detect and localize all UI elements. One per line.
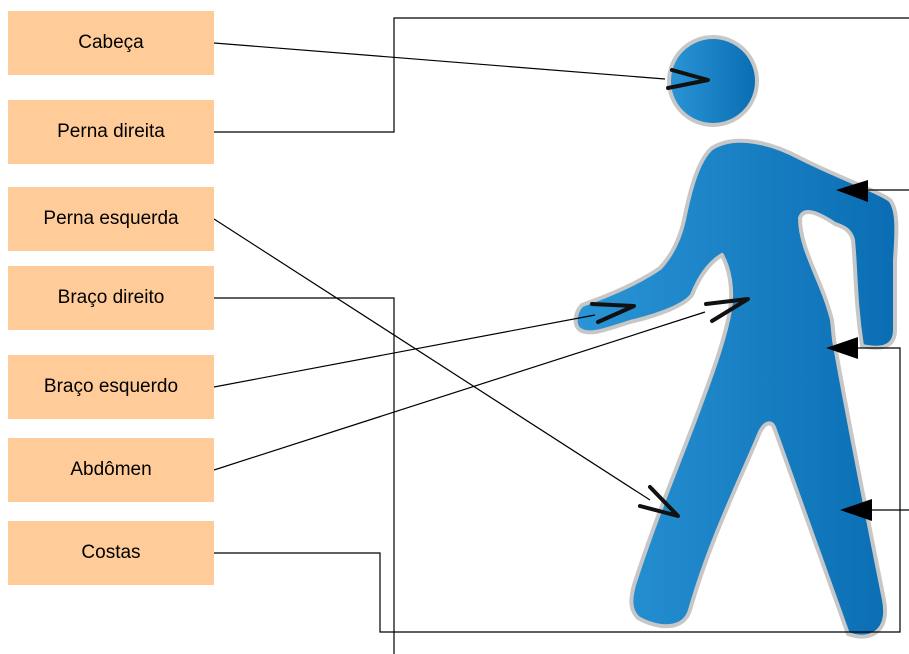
filled-arrowheads: [826, 180, 872, 521]
connector-abdomen: [213, 311, 706, 471]
label-braco-esquerdo-text: Braço esquerdo: [43, 376, 179, 397]
label-cabeca-text: Cabeça: [78, 32, 144, 53]
arrowhead-perna-esquerda: [638, 485, 680, 518]
connectors: [213, 17, 909, 654]
label-perna-esquerda-text: Perna esquerda: [43, 208, 179, 229]
connector-braco-direito: [214, 297, 395, 654]
arrowhead-costas: [826, 337, 858, 359]
connector-braco-esquerdo: [213, 314, 596, 388]
label-perna-esquerda: Perna esquerda: [8, 187, 214, 251]
label-braco-direito: Braço direito: [8, 266, 214, 330]
label-cabeca: Cabeça: [8, 11, 214, 75]
connector-costas: [214, 347, 901, 633]
open-arrowheads: [590, 68, 750, 518]
figure-head: [667, 35, 759, 127]
arrowhead-shoulder: [836, 180, 868, 202]
connector-perna-direita: [214, 17, 909, 133]
label-abdomen: Abdômen: [8, 438, 214, 502]
label-braco-direito-text: Braço direito: [57, 287, 165, 308]
label-costas-text: Costas: [81, 542, 141, 563]
arrowhead-cabeca: [666, 68, 710, 90]
arrowhead-abdomen: [704, 297, 750, 323]
connector-perna-esquerda: [213, 218, 651, 501]
label-abdomen-text: Abdômen: [70, 459, 152, 480]
walking-person-icon: [573, 35, 899, 639]
figure-body: [573, 138, 899, 639]
arrowhead-braco-esquerdo: [590, 302, 636, 324]
connector-cabeca: [213, 42, 666, 80]
label-costas: Costas: [8, 521, 214, 585]
label-perna-direita-text: Perna direita: [57, 121, 165, 142]
label-perna-direita: Perna direita: [8, 100, 214, 164]
label-braco-esquerdo: Braço esquerdo: [8, 355, 214, 419]
arrowhead-right-leg: [840, 499, 872, 521]
